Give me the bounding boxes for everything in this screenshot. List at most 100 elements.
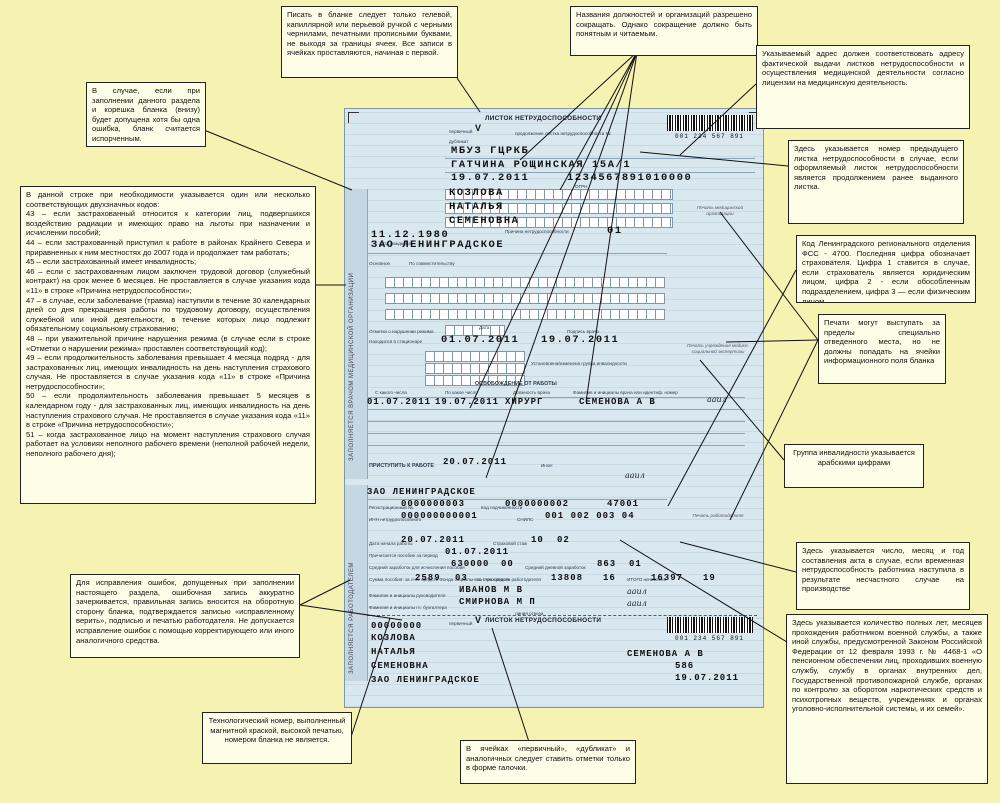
stub-patronymic[interactable]: СЕМЕНОВНА [371,661,429,671]
sum-fss[interactable]: 2589 [415,573,441,583]
avg-daily[interactable]: 863 [597,559,617,569]
accrued-date[interactable]: 01.07.2011 [445,547,510,557]
head-signature: ааил [627,587,647,596]
total-sum-kop[interactable]: 19 [703,573,716,583]
insurance-months[interactable]: 02 [557,535,570,545]
other-label: Иное: [541,463,554,468]
post-label: Должность врача [513,390,550,395]
note-disability-group: Группа инвалидности указывается арабским… [784,444,924,488]
accountant-label: Фамилия и инициалы гл. бухгалтера [369,605,447,610]
from-label: С какого числа [375,390,407,395]
snils-value[interactable]: 001 002 003 04 [545,511,635,521]
hospital-from[interactable]: 01.07.2011 [441,334,520,346]
sub-code-label: Код подчиненности [481,505,523,510]
doctor-fio-label: Фамилия и инициалы врача или идентиф. но… [573,390,678,395]
return-date[interactable]: 20.07.2011 [443,457,508,467]
stub-tech-number: 00000000 [371,621,423,631]
doctor-post[interactable]: ХИРУРГ [505,397,544,407]
stub-employer[interactable]: ЗАО ЛЕНИНГРАДСКОЕ [371,675,480,685]
disability-group-label: Установлена/изменена группа инвалидности [531,361,627,366]
employer-section-vertical-label: ЗАПОЛНЯЕТСЯ РАБОТОДАТЕЛЕМ [349,562,355,674]
stub-primary-label: первичный [449,621,473,626]
note-additional-codes: В данной строке при необходимости указыв… [20,186,316,504]
part-time-label: По совместительству [409,261,455,266]
reason-label: Причина нетрудоспособности [505,229,569,234]
reason-code[interactable]: 01 [607,225,623,237]
mse-stamp-area: Печать учреждения медико-социальной эксп… [687,343,749,354]
sum-fss-label: Сумма пособия: за счет средств Фонда соц… [369,577,510,582]
violation-date-label: Дата [479,325,490,330]
release-from-date[interactable]: 01.07.2011 [367,397,432,407]
note-previous-number: Здесь указывается номер предыдущего лист… [788,140,964,224]
reg-number-label: Регистрационный № [369,505,414,510]
cut-line-label: линия отреза [515,611,544,616]
release-to-date[interactable]: 19.07.2011 [435,397,500,407]
barcode [667,115,753,131]
birth-date[interactable]: 11.12.1980 [371,229,450,241]
avg-earnings[interactable]: 630000 [451,559,490,569]
hospital-label: Находился в стационаре [369,339,423,344]
sum-employer-kop[interactable]: 16 [603,573,616,583]
inn-value[interactable]: 000000000001 [401,511,478,521]
avg-daily-label: Средний дневной заработок [525,565,586,570]
birth-date-label: дата рождения [379,241,411,246]
ogrn-value[interactable]: 1234567891010000 [567,172,693,184]
total-sum[interactable]: 16397 [651,573,684,583]
sum-fss-kop[interactable]: 03 [455,573,468,583]
note-tech-number: Технологический номер, выполненный магни… [202,712,352,764]
regime-violation-label: Отметки о нарушении режима [369,329,434,334]
primary-checkmark[interactable]: V [475,123,482,133]
note-pen-rules: Писать в бланке следует только гелевой, … [281,6,458,78]
insurance-years-label: Страховой стаж [493,541,528,546]
note-stamps: Печати могут выступать за пределы специа… [818,314,946,384]
employer-name-2[interactable]: ЗАО ЛЕНИНГРАДСКОЕ [367,487,476,497]
note-accident-date: Здесь указывается число, месяц и год сос… [796,542,970,610]
sick-leave-form: ЗАПОЛНЯЕТСЯ ВРАЧОМ МЕДИЦИНСКОЙ ОРГАНИЗАЦ… [344,108,764,708]
start-date[interactable]: 20.07.2011 [401,535,466,545]
sub-code[interactable]: 0000000002 [505,499,570,509]
stub-name[interactable]: НАТАЛЬЯ [371,647,416,657]
reg-number[interactable]: 0000000003 [401,499,466,509]
patient-surname[interactable]: КОЗЛОВА [449,187,504,199]
start-date-label: Дата начала работы [369,541,413,546]
doctor-name[interactable]: СЕМЕНОВА А В [579,397,656,407]
avg-earnings-label: Средний заработок для исчисления пособия [369,565,465,570]
note-address: Указываемый адрес должен соответствовать… [756,45,970,129]
avg-daily-kop[interactable]: 01 [629,559,642,569]
note-abbreviations: Названия должностей и организаций разреш… [570,6,758,56]
patient-name[interactable]: НАТАЛЬЯ [449,201,504,213]
accrued-label: Причитается пособие за период [369,553,438,558]
stub-barcode [667,617,753,633]
continuation-label: продолжение листка нетрудоспособности № [515,131,611,136]
stub-title: ЛИСТОК НЕТРУДОСПОСОБНОСТИ [485,617,602,624]
stub-doctor[interactable]: СЕМЕНОВА А В [627,649,704,659]
head-name[interactable]: ИВАНОВ М В [459,585,524,595]
med-stamp-area: Печать медицинской организации [696,205,744,216]
stub-number[interactable]: 586 [675,661,695,671]
stub-primary-checkmark[interactable]: V [475,615,482,625]
note-spoiled-blank: В случае, если при заполнении данного ра… [86,82,206,147]
head-label: Фамилия и инициалы руководителя [369,593,446,598]
sum-employer[interactable]: 13808 [551,573,584,583]
to-label: По какое число [445,390,478,395]
organization-address[interactable]: ГАТЧИНА РОЩИНСКАЯ 15А/1 [451,159,632,171]
avg-earnings-kop[interactable]: 00 [501,559,514,569]
fss-code[interactable]: 47001 [607,499,640,509]
issue-date[interactable]: 19.07.2011 [451,172,530,184]
organization-name[interactable]: МБУЗ ГЦРКБ [451,145,530,157]
release-header: ОСВОБОЖДЕНИЕ ОТ РАБОТЫ [475,381,557,387]
note-fss-code: Код Ленинградского регионального отделен… [796,235,976,303]
hospital-to[interactable]: 19.07.2011 [541,334,620,346]
stub-surname[interactable]: КОЗЛОВА [371,633,416,643]
note-error-correction: Для исправления ошибок, допущенных при з… [70,574,300,658]
primary-label: первичный [449,129,473,134]
return-label: ПРИСТУПИТЬ К РАБОТЕ [369,463,434,469]
patient-patronymic[interactable]: СЕМЕНОВНА [449,215,520,227]
accountant-name[interactable]: СМИРНОВА М П [459,597,536,607]
accountant-signature: ааил [627,599,647,608]
employer-stamp-area: Печать работодателя [692,513,744,518]
stub-barcode-number: 001 234 567 891 [675,635,745,642]
stub-date[interactable]: 19.07.2011 [675,673,740,683]
employer-name[interactable]: ЗАО ЛЕНИНГРАДСКОЕ [371,239,505,251]
insurance-years[interactable]: 10 [531,535,544,545]
